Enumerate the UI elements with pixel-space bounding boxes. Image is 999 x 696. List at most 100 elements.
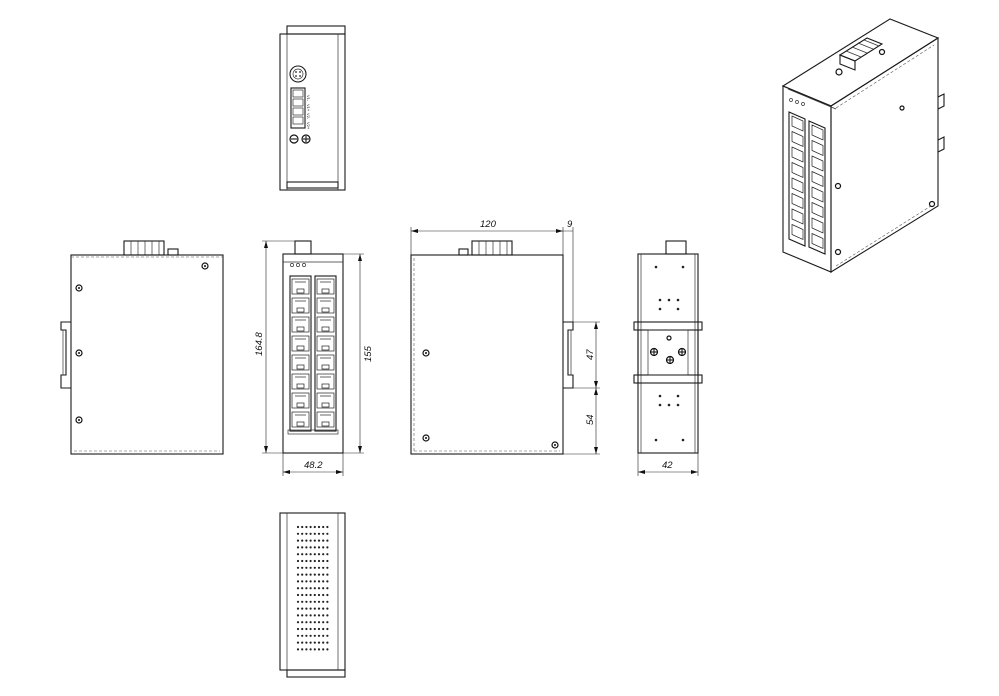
rj45-latch bbox=[296, 383, 305, 389]
vent-hole bbox=[309, 587, 312, 590]
vent-hole bbox=[309, 593, 312, 597]
vent-hole bbox=[305, 614, 308, 617]
vent-hole bbox=[317, 525, 321, 529]
dim-rail-lower: 54 bbox=[585, 414, 596, 425]
vent-hole bbox=[326, 566, 329, 569]
vent-hole bbox=[296, 539, 300, 542]
vent-hole bbox=[305, 553, 308, 556]
rj45-latch bbox=[296, 421, 305, 427]
vent-hole bbox=[322, 559, 325, 563]
iso-rj45-port bbox=[791, 192, 804, 210]
vent-hole bbox=[309, 600, 312, 603]
vent-hole bbox=[317, 546, 321, 549]
vent-hole bbox=[322, 621, 325, 624]
vent-hole bbox=[309, 546, 312, 549]
rj45-port bbox=[316, 411, 335, 428]
vent-hole bbox=[301, 525, 304, 529]
vent-hole bbox=[296, 573, 300, 576]
rj45-latch bbox=[321, 326, 330, 332]
vent-hole bbox=[326, 539, 329, 542]
vent-hole bbox=[305, 525, 308, 529]
rj45-port bbox=[291, 335, 310, 352]
vent-hole bbox=[317, 641, 321, 644]
vent-hole bbox=[301, 614, 304, 617]
dim-depth: 120 bbox=[480, 219, 497, 230]
vent-hole bbox=[322, 525, 325, 529]
vent-hole bbox=[313, 573, 316, 576]
vent-hole bbox=[301, 539, 304, 542]
vent-hole bbox=[313, 627, 316, 631]
vent-hole bbox=[305, 648, 308, 651]
rj45-latch bbox=[321, 307, 330, 313]
vent-holes bbox=[296, 525, 329, 651]
console-connector-icon bbox=[289, 65, 307, 83]
vent-hole bbox=[322, 566, 325, 569]
vent-hole bbox=[317, 573, 321, 576]
vent-hole bbox=[301, 559, 304, 563]
vent-hole bbox=[309, 648, 312, 651]
ground-screw-icon bbox=[289, 134, 311, 144]
vent-hole bbox=[309, 614, 312, 617]
rj45-port bbox=[291, 354, 310, 371]
rj45-port bbox=[291, 392, 310, 409]
vent-hole bbox=[322, 553, 325, 556]
vent-hole bbox=[309, 634, 312, 637]
dim-height-total: 164.8 bbox=[254, 332, 265, 356]
vent-hole bbox=[296, 634, 300, 637]
vent-hole bbox=[326, 600, 329, 603]
rj45-latch bbox=[296, 288, 305, 294]
vent-hole bbox=[301, 648, 304, 651]
vent-hole bbox=[301, 587, 304, 590]
vent-hole bbox=[313, 641, 316, 644]
vent-hole bbox=[322, 532, 325, 535]
vent-hole bbox=[313, 593, 316, 597]
vent-hole bbox=[326, 525, 329, 529]
vent-hole bbox=[296, 546, 300, 549]
iso-rj45-port bbox=[791, 161, 804, 179]
vent-hole bbox=[326, 532, 329, 535]
dim-rail-upper: 47 bbox=[585, 349, 596, 360]
vent-hole bbox=[305, 634, 308, 637]
vent-hole bbox=[296, 621, 300, 624]
vent-hole bbox=[313, 621, 316, 624]
rj45-ports bbox=[291, 278, 335, 428]
vent-hole bbox=[309, 566, 312, 569]
vent-hole bbox=[326, 634, 329, 637]
vent-hole bbox=[317, 553, 321, 556]
vent-hole bbox=[313, 614, 316, 617]
vent-hole bbox=[296, 593, 300, 597]
vent-hole bbox=[322, 580, 325, 583]
vent-hole bbox=[317, 580, 321, 583]
iso-rj45-port bbox=[811, 139, 824, 157]
vent-hole bbox=[301, 634, 304, 637]
vent-hole bbox=[301, 600, 304, 603]
vent-hole bbox=[305, 607, 308, 610]
vent-hole bbox=[309, 621, 312, 624]
vent-hole bbox=[326, 580, 329, 583]
vent-hole bbox=[305, 559, 308, 563]
rj45-latch bbox=[321, 364, 330, 370]
vent-hole bbox=[296, 559, 300, 563]
vent-hole bbox=[326, 559, 329, 563]
rj45-port bbox=[291, 316, 310, 333]
iso-rj45-port bbox=[811, 232, 824, 250]
iso-rj45-port bbox=[791, 146, 804, 163]
rj45-latch bbox=[321, 421, 330, 427]
isometric-view bbox=[781, 18, 945, 273]
vent-hole bbox=[322, 641, 325, 644]
vent-hole bbox=[305, 566, 308, 569]
terminal-label-3: V2- bbox=[306, 113, 311, 120]
vent-hole bbox=[296, 614, 300, 617]
vent-hole bbox=[296, 627, 300, 631]
vent-hole bbox=[301, 641, 304, 644]
vent-hole bbox=[313, 566, 316, 569]
vent-hole bbox=[317, 600, 321, 603]
rj45-latch bbox=[321, 383, 330, 389]
iso-rj45-port bbox=[811, 170, 824, 188]
dim-width-rear: 42 bbox=[662, 460, 673, 471]
rj45-port bbox=[316, 278, 335, 295]
vent-hole bbox=[296, 641, 300, 644]
vent-hole bbox=[296, 553, 300, 556]
rj45-port bbox=[316, 373, 335, 390]
rear-view: 42 bbox=[633, 240, 703, 476]
